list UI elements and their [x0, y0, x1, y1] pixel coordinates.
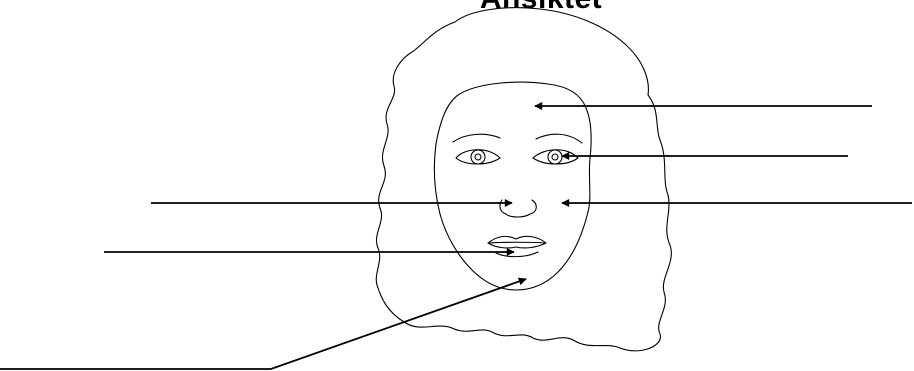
hair-outline: [376, 8, 671, 351]
left-eye: [456, 150, 500, 164]
pointer-chin: [0, 279, 526, 369]
mouth: [488, 236, 546, 256]
left-eyebrow: [453, 134, 500, 142]
face-outline: [434, 82, 591, 290]
right-eyebrow: [536, 134, 582, 143]
